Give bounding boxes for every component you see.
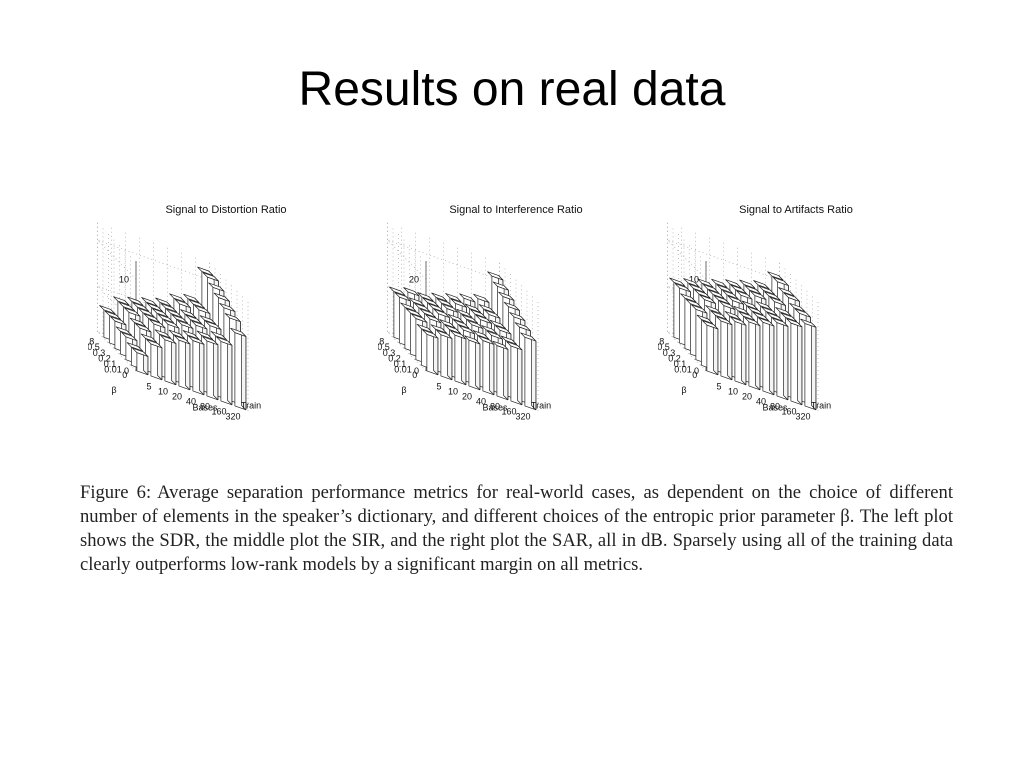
x-axis-label: Bases	[762, 403, 788, 413]
x-tick-label: 320	[515, 412, 530, 422]
y-tick-label: 0.01	[674, 365, 692, 375]
bar	[478, 335, 495, 396]
bar	[520, 332, 537, 411]
bar	[216, 336, 233, 406]
y-tick-label: 0.2	[388, 353, 401, 363]
bars	[99, 266, 247, 411]
x-tick-label: 80	[770, 402, 780, 412]
y-tick-label: 0.1	[674, 359, 687, 369]
bar	[202, 336, 219, 401]
z-tick-label: 0	[414, 366, 419, 376]
caption-text: Average separation performance metrics f…	[80, 482, 953, 575]
bar	[800, 318, 817, 411]
bar	[188, 335, 205, 396]
caption-prefix: Figure 6:	[80, 482, 152, 503]
x-tick-label: 40	[476, 397, 486, 407]
chart-title: Signal to Interference Ratio	[449, 204, 582, 216]
y-tick-label: 0.8	[88, 337, 94, 347]
bar	[450, 330, 467, 386]
x-tick-label: 10	[158, 387, 168, 397]
bar	[702, 320, 719, 376]
y-tick-label: 0.3	[663, 348, 676, 358]
x-tick-label: 20	[462, 392, 472, 402]
bar	[132, 347, 149, 376]
bar	[422, 329, 439, 376]
x-tick-label: 320	[795, 412, 810, 422]
bar	[160, 334, 177, 386]
bar	[716, 316, 733, 381]
y-axis-label: β	[401, 385, 406, 395]
x-tick-label: 80	[490, 402, 500, 412]
bar	[786, 318, 803, 406]
chart-title: Signal to Distortion Ratio	[165, 204, 286, 216]
y-tick-label: 0.1	[394, 359, 407, 369]
chart-sdr: Signal to Distortion Ratio05105102040801…	[88, 204, 287, 422]
x-tick-label: 40	[186, 397, 196, 407]
y-tick-label: 0.2	[98, 353, 111, 363]
x-tick-label: 160	[501, 407, 516, 417]
x-tick-label: Train	[811, 401, 831, 411]
y-tick-label: 0.01	[104, 365, 122, 375]
bar	[436, 329, 453, 381]
bars	[389, 271, 537, 411]
z-tick-label: 10	[119, 274, 129, 284]
x-tick-label: 160	[211, 407, 226, 417]
z-tick-label: 10	[689, 274, 699, 284]
bar	[230, 327, 247, 411]
y-tick-label: 0.1	[104, 359, 117, 369]
y-tick-label: 0.8	[658, 337, 664, 347]
x-tick-label: 5	[146, 382, 151, 392]
y-tick-label: 0	[412, 370, 417, 380]
x-tick-label: 40	[756, 397, 766, 407]
x-tick-label: 80	[200, 402, 210, 412]
chart-title: Signal to Artifacts Ratio	[739, 204, 853, 216]
x-tick-label: 20	[172, 392, 182, 402]
z-tick-label: 0	[124, 366, 129, 376]
x-axis-label: Bases	[192, 403, 218, 413]
y-tick-label: 0.3	[93, 348, 106, 358]
slide-title: Results on real data	[298, 63, 726, 116]
y-tick-label: 0.3	[383, 348, 396, 358]
bar	[492, 340, 509, 401]
z-tick-label: 20	[409, 274, 419, 284]
x-tick-label: 5	[716, 382, 721, 392]
y-tick-label: 0.5	[88, 342, 100, 352]
chart-sir: Signal to Interference Ratio010205102040…	[378, 204, 583, 422]
figure-charts: Signal to Distortion Ratio05105102040801…	[88, 196, 948, 458]
bar	[506, 341, 523, 406]
x-tick-label: 5	[436, 382, 441, 392]
y-tick-label: 0.2	[668, 353, 681, 363]
bar	[744, 317, 761, 391]
y-tick-label: 0	[692, 370, 697, 380]
x-tick-label: 320	[225, 412, 240, 422]
bar	[464, 335, 481, 391]
bar	[174, 335, 191, 391]
y-tick-label: 0.8	[378, 337, 384, 347]
x-axis-label: Bases	[482, 403, 508, 413]
y-axis-label: β	[111, 385, 116, 395]
y-tick-label: 0.5	[658, 342, 670, 352]
bar	[730, 316, 747, 386]
x-tick-label: 10	[448, 387, 458, 397]
x-tick-label: Train	[241, 401, 261, 411]
y-tick-label: 0	[122, 370, 127, 380]
x-tick-label: 20	[742, 392, 752, 402]
z-tick-label: 0	[694, 366, 699, 376]
bars	[669, 271, 817, 411]
y-tick-label: 0.5	[378, 342, 390, 352]
bar	[758, 317, 775, 396]
figure-caption: Figure 6:Average separation performance …	[80, 481, 953, 577]
bar	[772, 317, 789, 401]
y-tick-label: 0.01	[394, 365, 412, 375]
chart-sar: Signal to Artifacts Ratio051051020408016…	[658, 204, 853, 422]
x-tick-label: 160	[781, 407, 796, 417]
x-tick-label: 10	[728, 387, 738, 397]
bar	[146, 339, 163, 381]
x-tick-label: Train	[531, 401, 551, 411]
y-axis-label: β	[681, 385, 686, 395]
